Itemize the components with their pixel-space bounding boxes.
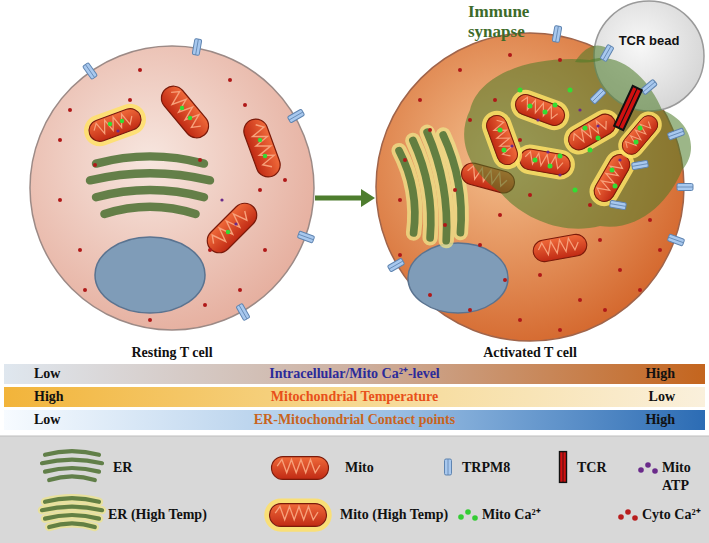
legend-text: Mito bbox=[345, 459, 374, 477]
legend-dots bbox=[636, 460, 660, 476]
gradient-band: LowER-Mitochondrial Contact pointsHigh bbox=[4, 410, 705, 430]
region-label: Immune synapse bbox=[468, 2, 546, 42]
cell-label: Resting T cell bbox=[9, 344, 335, 362]
band-title: Mitochondrial Temperature bbox=[4, 388, 705, 406]
legend-text: TCR bbox=[577, 459, 607, 477]
flow-arrow bbox=[315, 189, 375, 207]
bead-circle: TCR bead bbox=[593, 0, 705, 112]
band-title: ER-Mitochondrial Contact points bbox=[4, 411, 705, 429]
legend-dots bbox=[456, 507, 480, 523]
legend-text: Mito ATP bbox=[662, 459, 709, 495]
legend-text: Mito Ca²⁺ bbox=[482, 506, 541, 524]
bead-label: TCR bead bbox=[593, 33, 705, 49]
legend-text: ER (High Temp) bbox=[108, 506, 207, 524]
resting-cell: Resting T cell bbox=[29, 45, 315, 331]
circle-outline bbox=[593, 0, 705, 112]
scale-end: High bbox=[645, 365, 675, 383]
legend-text: TRPM8 bbox=[462, 459, 510, 477]
cell-label: Activated T cell bbox=[375, 344, 685, 362]
circle-outline bbox=[29, 45, 315, 331]
scale-end: Low bbox=[34, 411, 60, 429]
legend-text: Mito (High Temp) bbox=[340, 506, 448, 524]
scale-end: High bbox=[645, 411, 675, 429]
scale-end: High bbox=[34, 388, 64, 406]
legend-text: Cyto Ca²⁺ bbox=[642, 506, 701, 524]
gradient-band: HighMitochondrial TemperatureLow bbox=[4, 387, 705, 407]
scale-end: Low bbox=[34, 365, 60, 383]
band-title: Intracellular/Mito Ca²⁺-level bbox=[4, 365, 705, 383]
legend-text: ER bbox=[113, 459, 132, 477]
gradient-band: LowIntracellular/Mito Ca²⁺-levelHigh bbox=[4, 364, 705, 384]
legend-dots bbox=[616, 507, 640, 523]
scale-end: Low bbox=[649, 388, 675, 406]
